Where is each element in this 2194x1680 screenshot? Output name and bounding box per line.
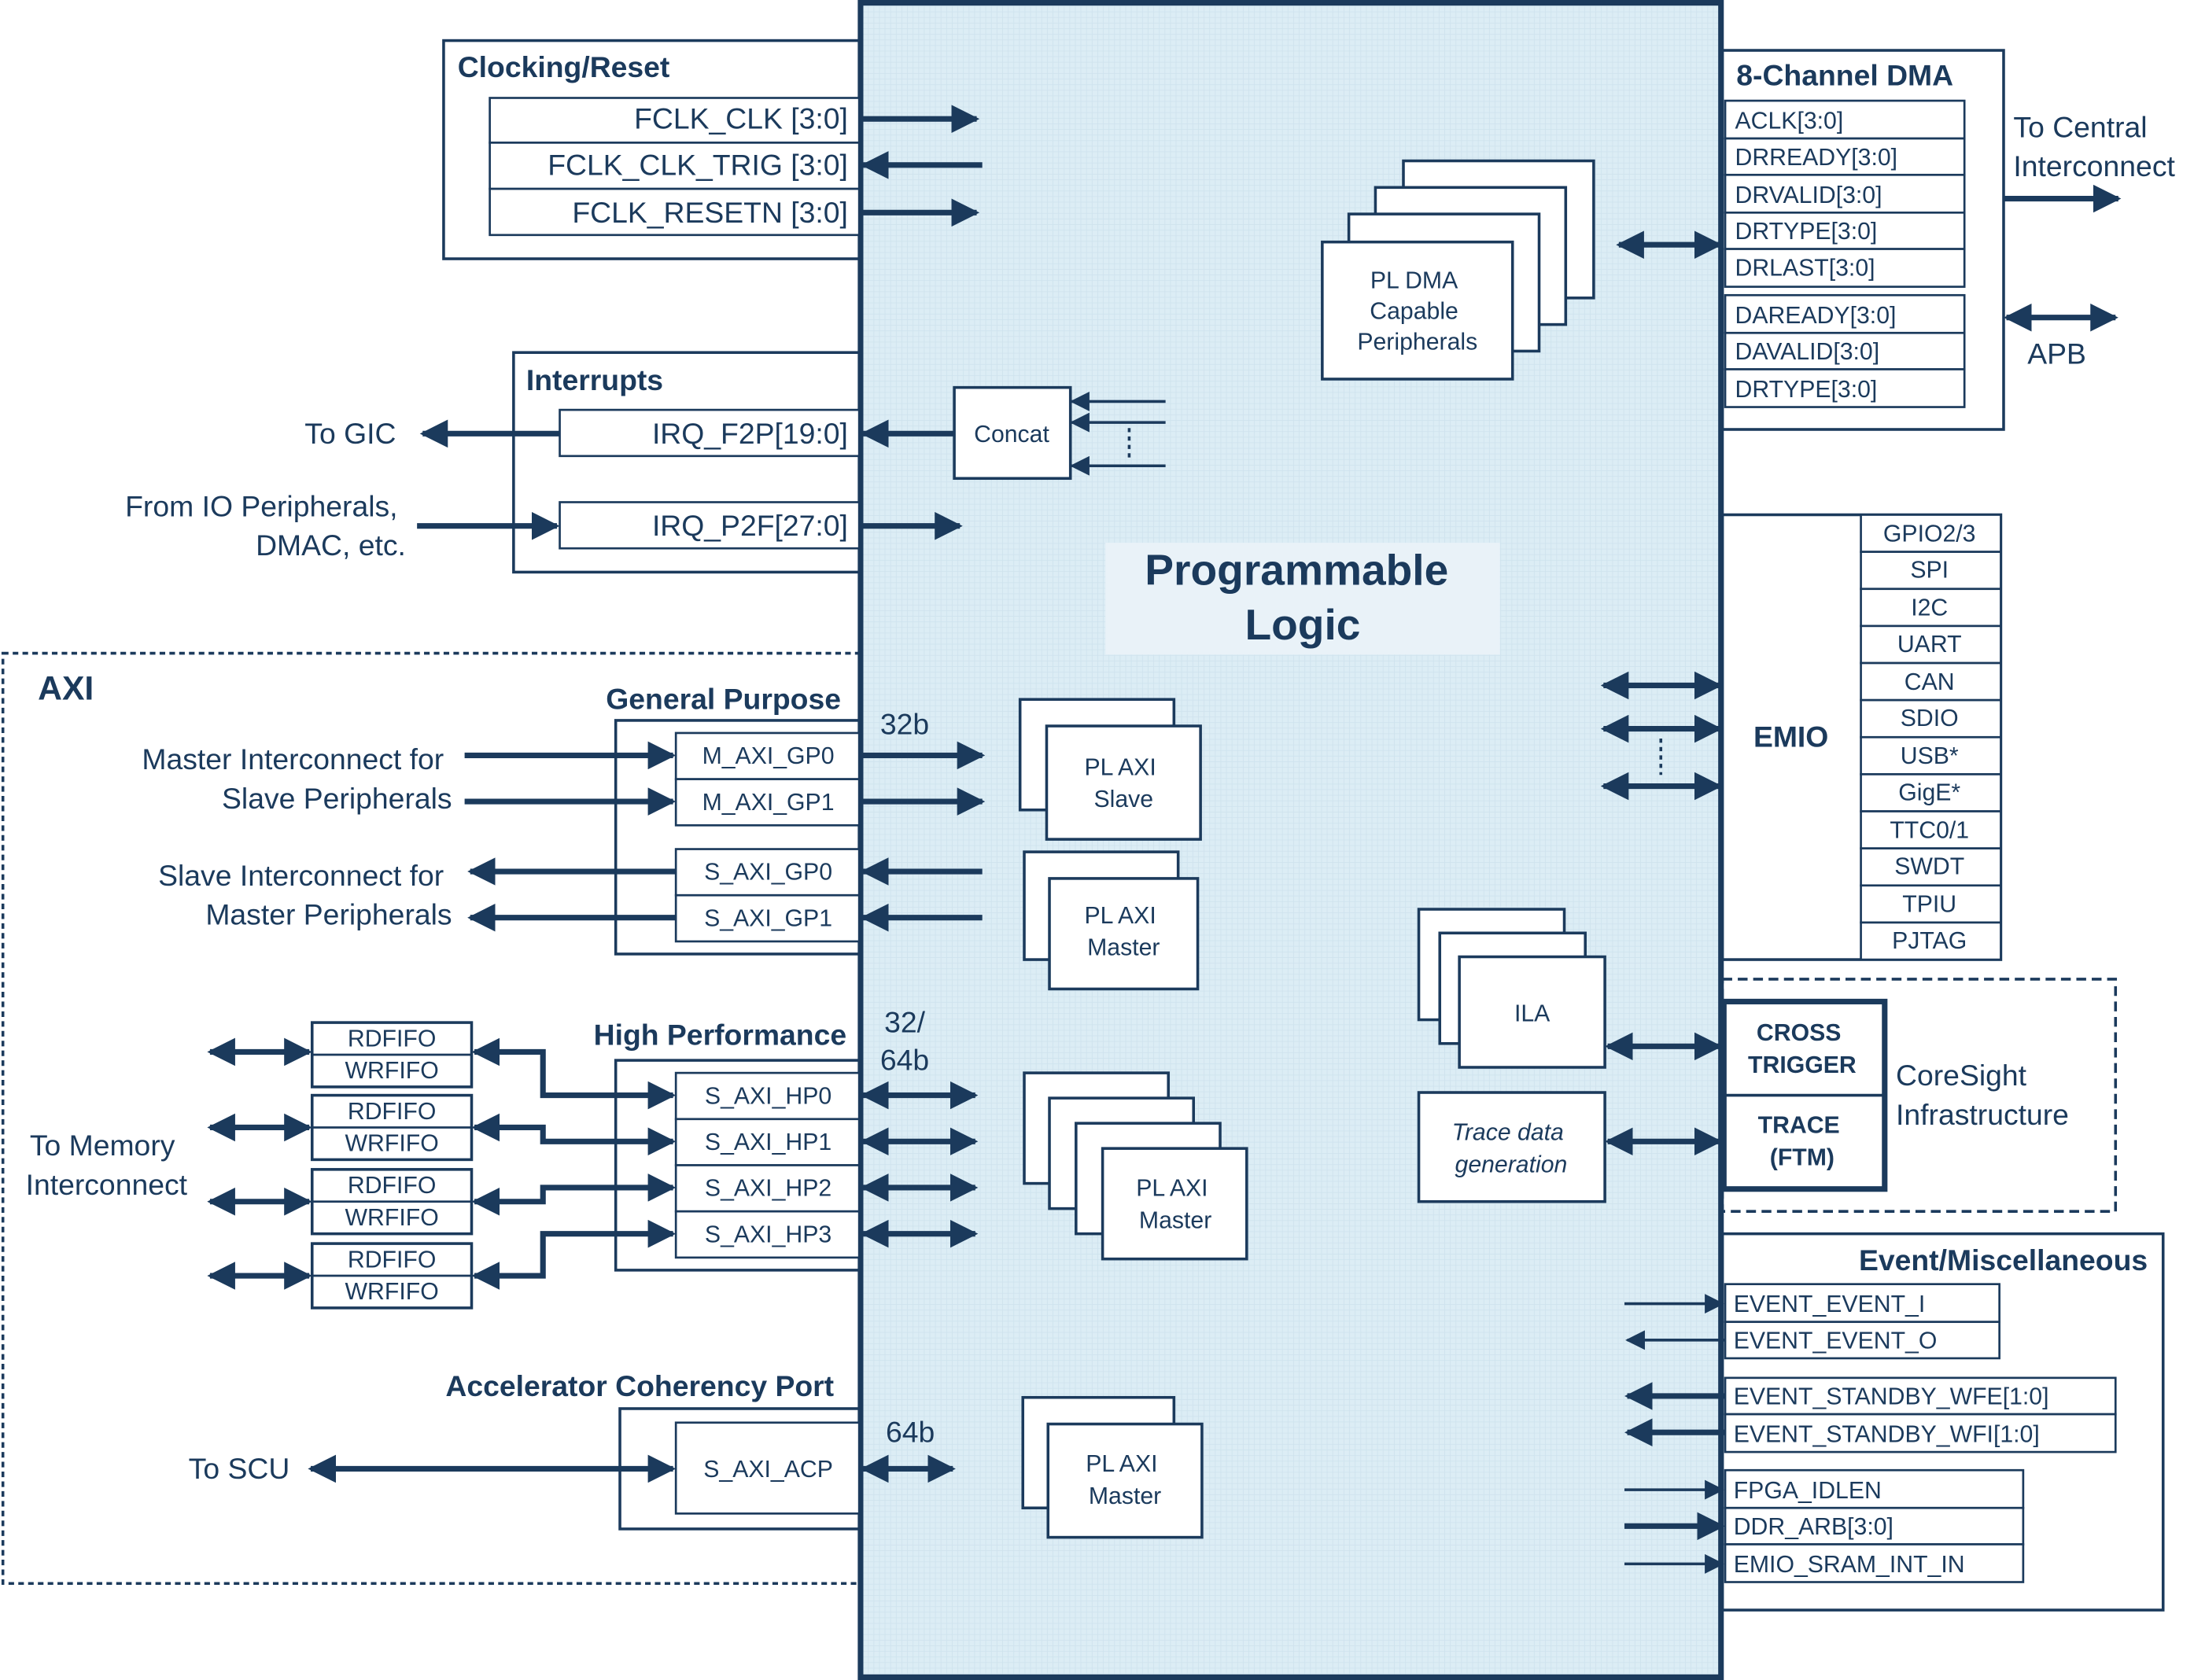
dma-title: 8-Channel DMA [1736, 58, 1953, 91]
interrupts-title: Interrupts [526, 363, 663, 396]
emio-item: TTC0/1 [1890, 817, 1969, 843]
ila-label: ILA [1514, 1000, 1551, 1026]
pl-axi-master-label: PL AXI Master [1084, 903, 1163, 961]
hp-width-label: 32/ 64b [880, 1006, 934, 1077]
acp-width-label: 64b [886, 1416, 935, 1449]
emio-item: SDIO [1901, 706, 1959, 731]
rdfifo-label: RDFIFO [348, 1026, 436, 1052]
apb-label: APB [2027, 337, 2086, 370]
dma-signal-label: DAREADY[3:0] [1735, 303, 1897, 329]
emio-item: GigE* [1898, 779, 1960, 805]
gp-port-label: S_AXI_GP0 [704, 860, 832, 886]
emio-item: GPIO2/3 [1883, 521, 1976, 547]
rdfifo-label: RDFIFO [348, 1173, 436, 1199]
gp-port-label: S_AXI_GP1 [704, 905, 832, 931]
rdfifo-label: RDFIFO [348, 1099, 436, 1125]
emio-item: PJTAG [1892, 928, 1967, 954]
pl-axi-slave-label: PL AXI Slave [1084, 754, 1163, 812]
signal-label: FCLK_CLK_TRIG [3:0] [548, 148, 848, 181]
acp-port-label: S_AXI_ACP [703, 1457, 833, 1483]
emio-item: TPIU [1902, 892, 1956, 918]
dma-signal-label: DRTYPE[3:0] [1735, 219, 1878, 245]
pl-axi-master-label: PL AXI Master [1086, 1451, 1164, 1509]
dma-signal-label: DRVALID[3:0] [1735, 182, 1882, 208]
dma-signal-label: DRTYPE[3:0] [1735, 377, 1878, 403]
to-scu-label: To SCU [189, 1452, 290, 1485]
gp-title: General Purpose [606, 683, 841, 716]
coresight-label: CoreSight Infrastructure [1896, 1059, 2069, 1131]
emio-item: CAN [1905, 669, 1955, 695]
from-io-label: From IO Peripherals, DMAC, etc. [125, 489, 406, 562]
wrfifo-label: WRFIFO [345, 1058, 439, 1084]
wrfifo-label: WRFIFO [345, 1279, 439, 1305]
to-memory-label: To Memory Interconnect [26, 1129, 188, 1201]
event-signal-label: EMIO_SRAM_INT_IN [1734, 1552, 1965, 1578]
pl-title-background [1105, 543, 1500, 655]
gp-width-label: 32b [880, 708, 929, 741]
event-signal-label: EVENT_STANDBY_WFE[1:0] [1734, 1384, 2049, 1410]
signal-label: FCLK_RESETN [3:0] [572, 196, 848, 229]
event-signal-label: FPGA_IDLEN [1734, 1478, 1882, 1504]
gp-port-label: M_AXI_GP0 [702, 743, 835, 769]
slave-interconnect-label: Slave Interconnect for Master Peripheral… [158, 859, 452, 931]
event-signal-label: EVENT_EVENT_O [1734, 1328, 1938, 1354]
trace-data-label: Trace data generation [1452, 1119, 1571, 1177]
emio-item: I2C [1911, 595, 1948, 621]
pl-axi-master-label: PL AXI Master [1136, 1176, 1215, 1234]
hp-port-label: S_AXI_HP0 [705, 1083, 832, 1109]
master-interconnect-label: Master Interconnect for Slave Peripheral… [142, 742, 452, 815]
signal-label: IRQ_F2P[19:0] [652, 417, 848, 450]
emio-item: SWDT [1894, 854, 1964, 880]
wrfifo-label: WRFIFO [345, 1131, 439, 1157]
axi-title: AXI [38, 669, 94, 707]
dma-signal-label: DRREADY[3:0] [1735, 145, 1898, 171]
acp-title: Accelerator Coherency Port [445, 1369, 834, 1402]
signal-label: FCLK_CLK [3:0] [634, 102, 848, 135]
hp-port-label: S_AXI_HP3 [705, 1221, 832, 1247]
clocking-title: Clocking/Reset [458, 50, 670, 83]
emio-title: EMIO [1753, 720, 1828, 753]
to-gic-label: To GIC [304, 417, 396, 450]
event-signal-label: EVENT_EVENT_I [1734, 1291, 1926, 1317]
event-signal-label: DDR_ARB[3:0] [1734, 1514, 1893, 1540]
gp-port-label: M_AXI_GP1 [702, 790, 835, 816]
rdfifo-label: RDFIFO [348, 1247, 436, 1273]
trace-ftm-label: TRACE (FTM) [1758, 1113, 1847, 1171]
signal-label: IRQ_P2F[27:0] [652, 509, 848, 542]
emio-item: UART [1897, 632, 1962, 658]
concat-label: Concat [974, 422, 1049, 448]
to-central-interconnect-label: To Central Interconnect [2013, 110, 2175, 182]
hp-port-label: S_AXI_HP2 [705, 1176, 832, 1202]
emio-item: SPI [1910, 558, 1949, 584]
coresight-section [1720, 978, 2118, 1213]
pl-dma-peripherals-label: PL DMA Capable Peripherals [1357, 267, 1477, 355]
hp-title: High Performance [594, 1019, 847, 1052]
wrfifo-label: WRFIFO [345, 1205, 439, 1231]
pl-title: Programmable Logic [1145, 545, 1460, 648]
dma-signal-label: DAVALID[3:0] [1735, 339, 1880, 365]
event-signal-label: EVENT_STANDBY_WFI[1:0] [1734, 1422, 2040, 1448]
cross-trigger-label: CROSS TRIGGER [1748, 1020, 1857, 1078]
hp-port-label: S_AXI_HP1 [705, 1129, 832, 1155]
event-title: Event/Miscellaneous [1859, 1243, 2148, 1277]
emio-item: USB* [1901, 743, 1959, 769]
concat-block [953, 385, 1072, 481]
dma-signal-label: DRLAST[3:0] [1735, 255, 1875, 281]
dma-signal-label: ACLK[3:0] [1735, 109, 1844, 134]
